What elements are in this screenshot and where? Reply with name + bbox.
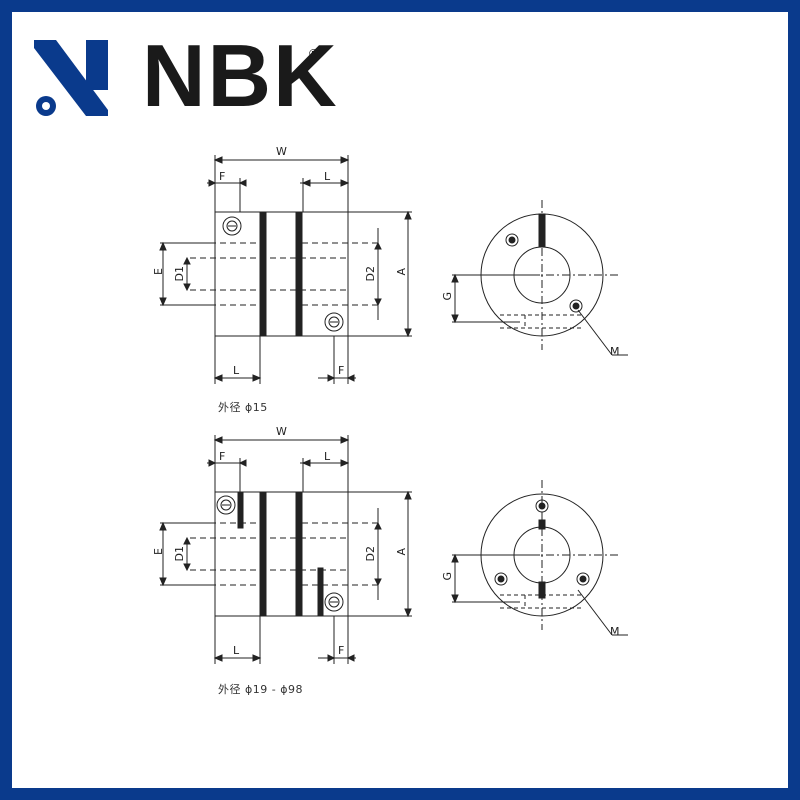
label-d1-1: D1	[173, 266, 186, 282]
label-d1-2: D1	[173, 546, 186, 562]
label-l-bottom-1: L	[233, 364, 240, 377]
label-d2-1: D2	[364, 266, 377, 282]
page-frame: NBK ®	[12, 12, 788, 788]
label-w-2: W	[276, 425, 287, 438]
label-m-2: M	[610, 625, 620, 638]
coupling-end-view-2	[451, 480, 628, 636]
nbk-logo-icon	[34, 40, 108, 116]
label-f-top-2: F	[219, 450, 226, 463]
label-a-1: A	[395, 268, 408, 276]
caption-2: 外径 ϕ19 - ϕ98	[218, 683, 303, 696]
brand-name: NBK	[142, 26, 339, 125]
label-f-bottom-2: F	[338, 644, 345, 657]
coupling-side-view-2	[159, 435, 412, 664]
label-e-2: E	[152, 548, 165, 555]
drawing-1	[159, 155, 628, 664]
label-w-1: W	[276, 145, 287, 158]
label-d2-2: D2	[364, 546, 377, 562]
caption-1: 外径 ϕ15	[218, 401, 268, 414]
label-f-top-1: F	[219, 170, 226, 183]
label-a-2: A	[395, 548, 408, 556]
label-l-bottom-2: L	[233, 644, 240, 657]
label-l-top-2: L	[324, 450, 331, 463]
coupling-side-view-1	[159, 155, 412, 384]
coupling-end-view-1	[451, 200, 628, 356]
label-m-1: M	[610, 345, 620, 358]
label-e-1: E	[152, 268, 165, 275]
label-f-bottom-1: F	[338, 364, 345, 377]
label-l-top-1: L	[324, 170, 331, 183]
registered-mark: ®	[309, 46, 319, 61]
label-g-2: G	[441, 572, 454, 581]
label-g-1: G	[441, 292, 454, 301]
